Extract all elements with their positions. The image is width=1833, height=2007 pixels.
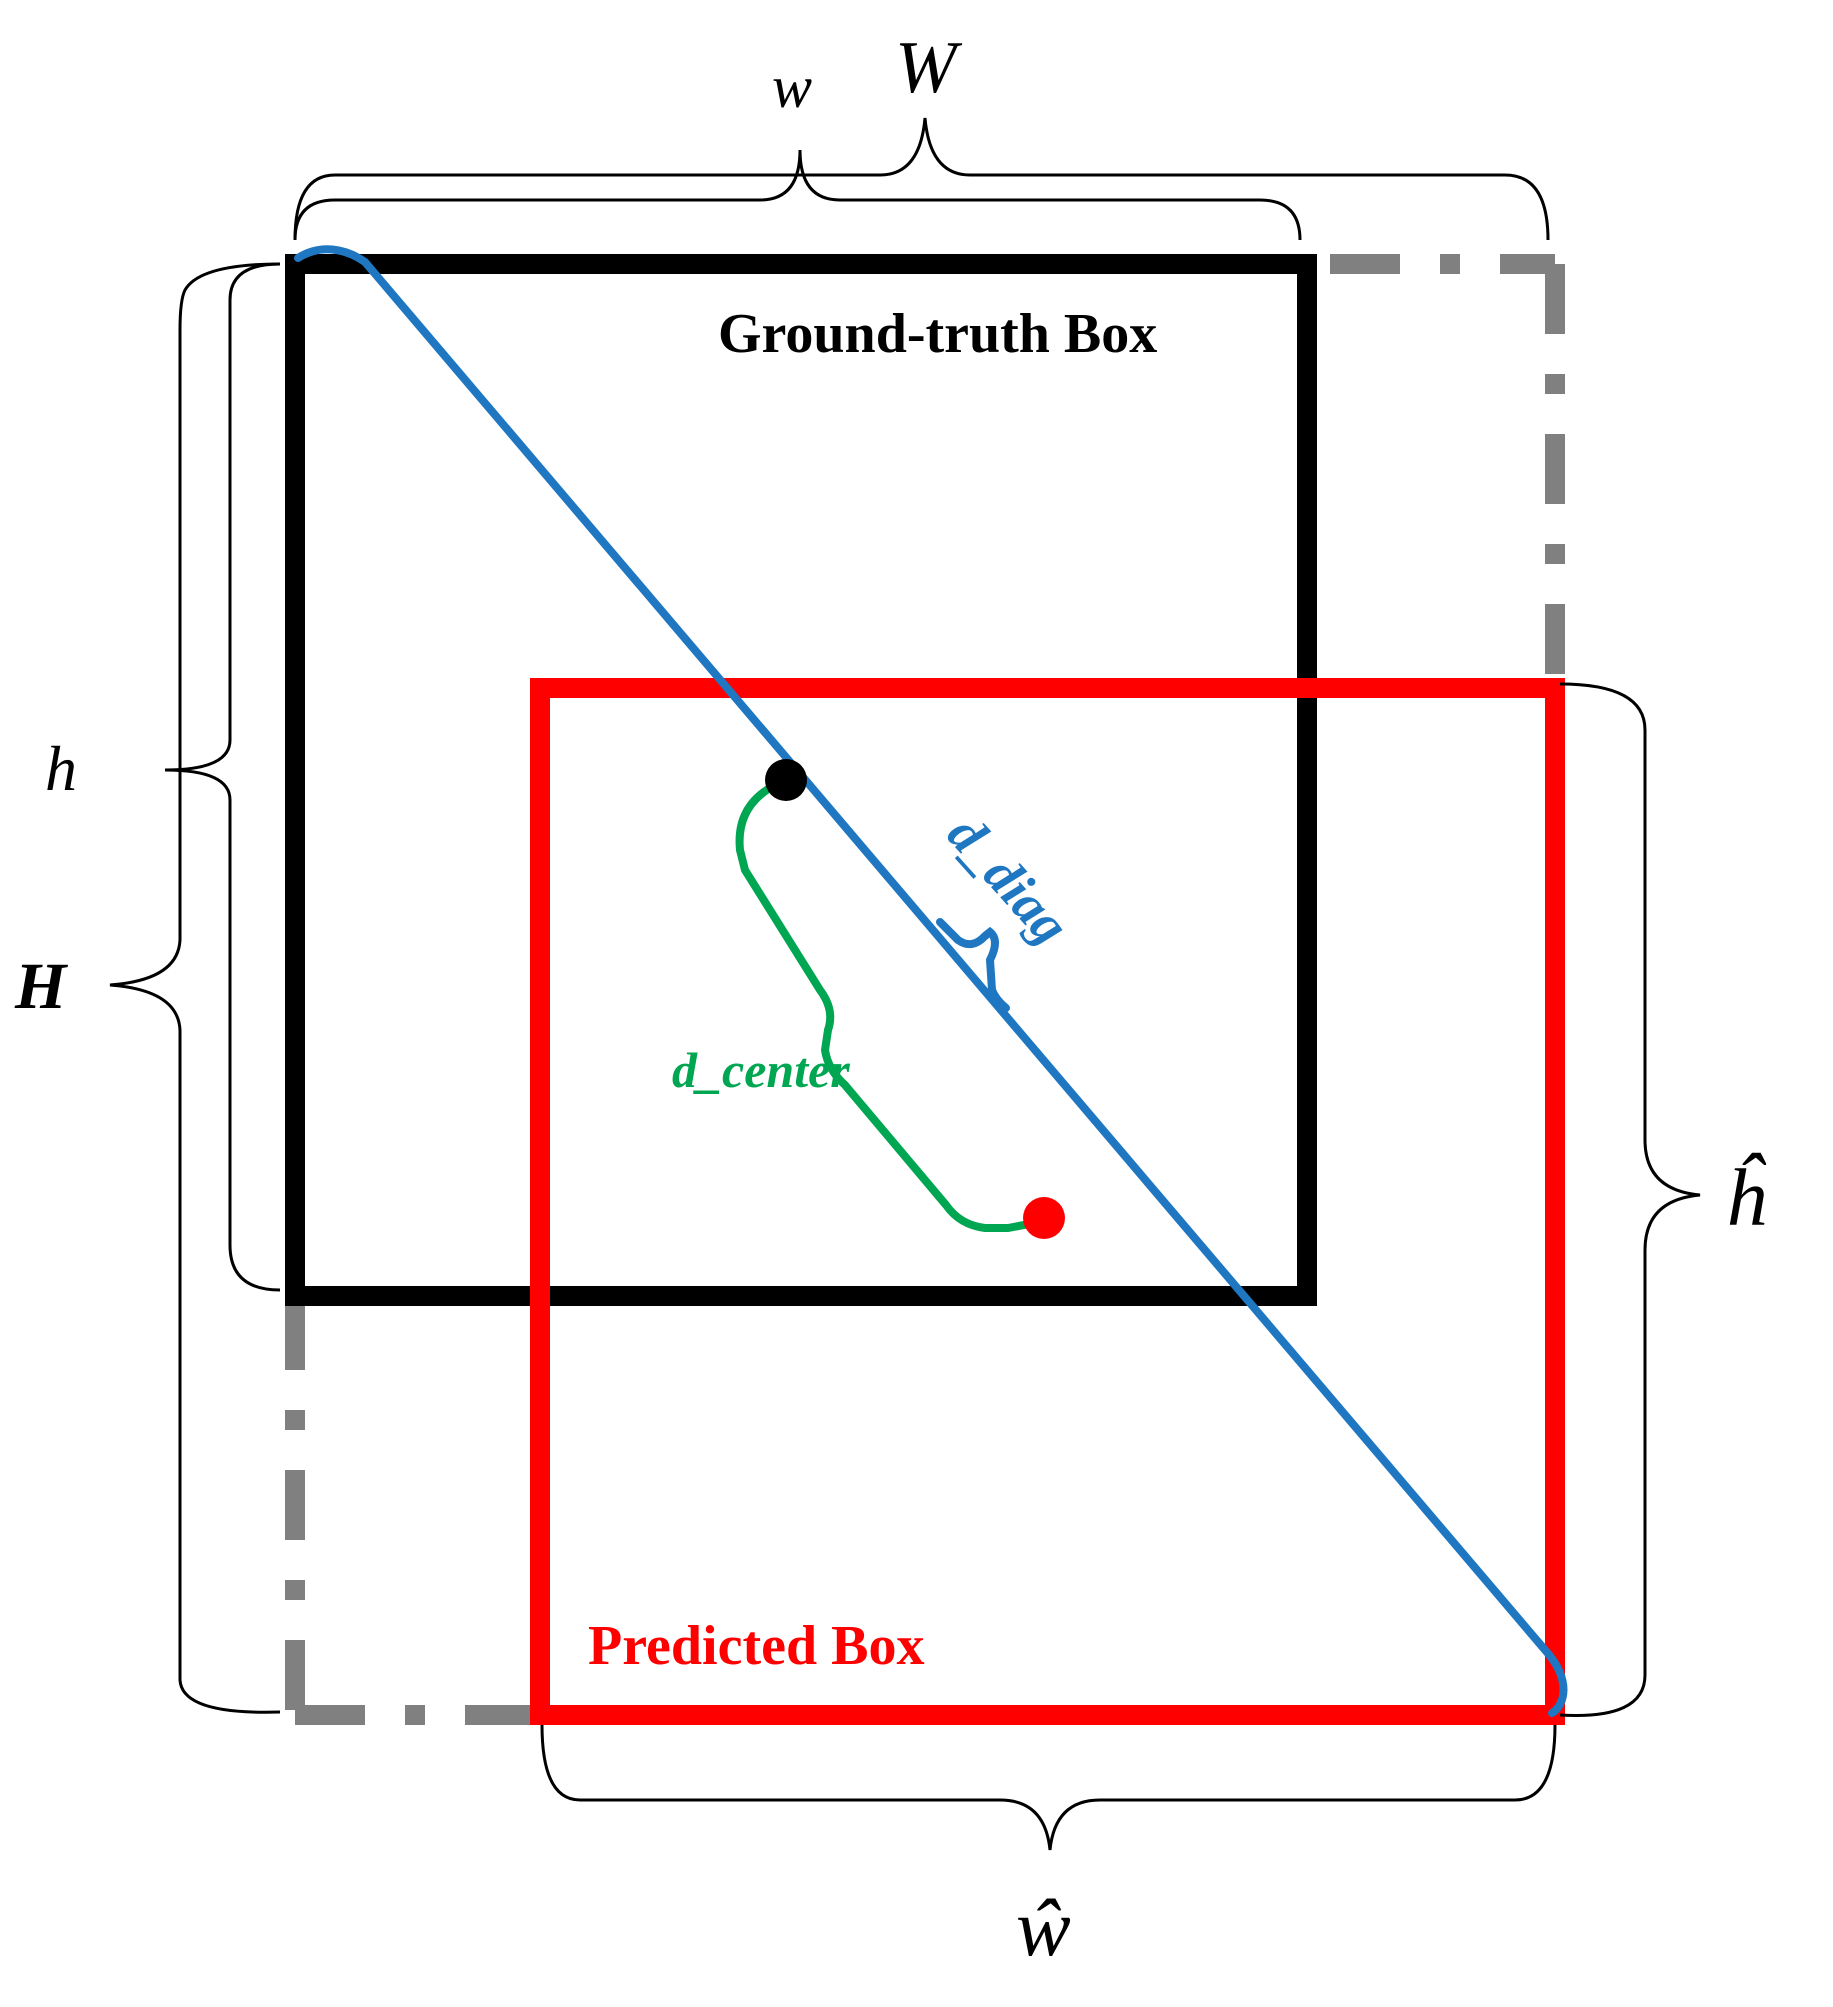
- H-brace: [109, 262, 281, 1714]
- h-brace: [164, 262, 281, 1292]
- h-label: h: [45, 733, 77, 804]
- ground-truth-label: Ground-truth Box: [718, 303, 1157, 365]
- h-hat-label: ĥ: [1725, 1152, 1767, 1243]
- H-label: H: [14, 950, 69, 1023]
- ground-truth-box: [285, 254, 1317, 1306]
- top-braces: [293, 117, 1550, 241]
- d-center-label: d_center: [672, 1042, 850, 1098]
- w-hat-label: ŵ: [1016, 1882, 1071, 1973]
- predicted-center-point: [1023, 1197, 1065, 1239]
- center-link: [735, 776, 1044, 1232]
- h-hat-brace: [1559, 682, 1701, 1717]
- diagonal-brace: [936, 918, 1010, 1012]
- W-label: W: [895, 27, 963, 109]
- w-brace: [293, 149, 1302, 241]
- predicted-label: Predicted Box: [588, 1615, 924, 1677]
- enclosing-box: [285, 254, 1565, 1725]
- ground-truth-center-point: [765, 759, 807, 801]
- d-diag-label: d_diag: [936, 804, 1081, 956]
- left-braces: [109, 262, 281, 1714]
- predicted-box: [530, 678, 1565, 1725]
- W-brace: [293, 117, 1550, 241]
- w-hat-brace: [540, 1724, 1557, 1851]
- diagonal-line: [294, 245, 1568, 1717]
- w-label: w: [772, 54, 812, 120]
